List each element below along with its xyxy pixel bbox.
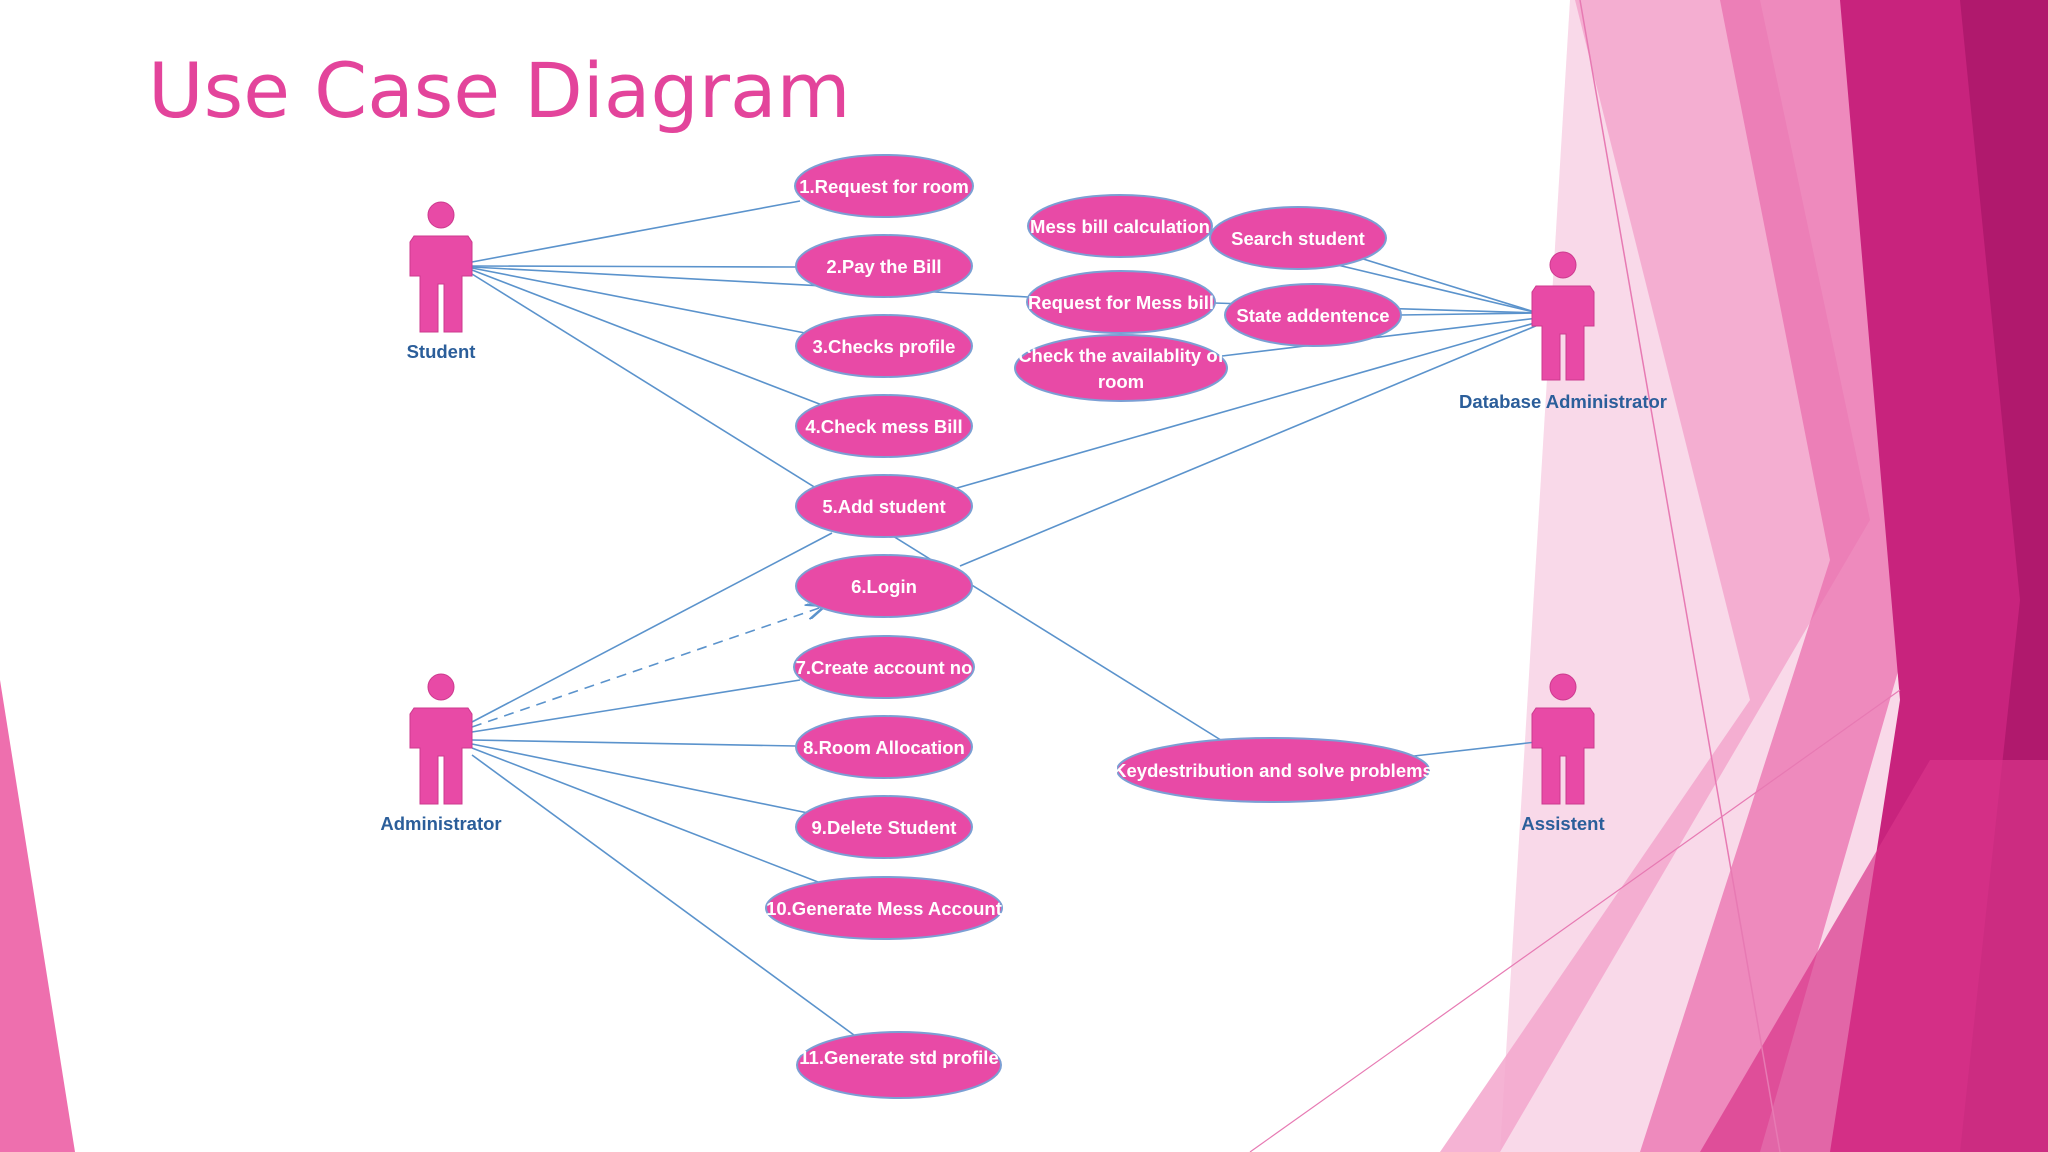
assoc-admin-generate-mess-account xyxy=(471,747,819,883)
use-case-login: 6.Login xyxy=(795,554,973,618)
use-case-label: 4.Check mess Bill xyxy=(805,416,962,437)
use-case-add-student: 5.Add student xyxy=(795,474,973,538)
use-case-label: 10.Generate Mess Account xyxy=(766,898,1002,919)
use-case-label: 6.Login xyxy=(851,576,917,597)
use-case-check-availability: Check the availablity of room xyxy=(1014,334,1228,402)
assoc-student-pay-bill xyxy=(471,265,797,268)
use-case-label: Mess bill calculation xyxy=(1030,216,1210,237)
bg-thin-line-2 xyxy=(1249,689,1901,1152)
assoc-dbadmin-login xyxy=(959,324,1539,567)
use-case-generate-mess-account: 10.Generate Mess Account xyxy=(765,876,1003,940)
assoc-student-checks-profile xyxy=(471,267,806,334)
actor-label: Student xyxy=(407,341,476,362)
assoc-dbadmin-search-student xyxy=(1359,257,1539,314)
actor-label: Database Administrator xyxy=(1459,391,1667,412)
actor-database-administrator: Database Administrator xyxy=(1459,251,1667,412)
use-case-generate-std-profile: 11.Generate std profile xyxy=(796,1031,1002,1099)
dbadmin-associations xyxy=(949,233,1539,567)
use-case-label: Request for Mess bill xyxy=(1028,292,1214,313)
use-case-request-mess-bill: Request for Mess bill xyxy=(1026,270,1216,334)
assoc-admin-login-dependency xyxy=(471,607,822,728)
use-case-label-line2: room xyxy=(1098,371,1144,392)
administrator-associations xyxy=(471,532,859,1039)
actor-assistent-figure xyxy=(1531,673,1595,805)
actor-administrator-figure xyxy=(409,673,473,805)
use-case-key-distribution: Keydestribution and solve problems xyxy=(1113,737,1433,803)
bg-thin-line xyxy=(1579,0,1781,1152)
actor-label: Administrator xyxy=(380,813,501,834)
assoc-admin-generate-std-profile xyxy=(471,754,859,1039)
use-case-label: 2.Pay the Bill xyxy=(826,256,941,277)
use-case-label: Search student xyxy=(1231,228,1365,249)
bg-shape-bottom xyxy=(1700,760,2048,1152)
assoc-dbadmin-check-availability xyxy=(1221,317,1539,357)
assoc-admin-delete-student xyxy=(471,743,809,814)
actor-label: Assistent xyxy=(1521,813,1604,834)
actor-administrator: Administrator xyxy=(380,673,502,834)
assoc-dbadmin-state-addentence xyxy=(1399,312,1539,316)
use-case-delete-student: 9.Delete Student xyxy=(795,795,973,859)
actor-assistent: Assistent xyxy=(1521,673,1605,834)
use-case-label: 8.Room Allocation xyxy=(803,737,965,758)
bg-left-wedge xyxy=(0,680,75,1152)
use-case-room-allocation: 8.Room Allocation xyxy=(795,715,973,779)
assoc-admin-create-account xyxy=(471,679,801,733)
use-case-create-account: 7.Create account no xyxy=(793,635,975,699)
bg-shape-light xyxy=(1440,0,1870,1152)
assoc-admin-add-student xyxy=(471,532,833,723)
use-case-label: 5.Add student xyxy=(822,496,945,517)
use-case-label: 3.Checks profile xyxy=(813,336,956,357)
student-associations xyxy=(471,200,1225,743)
actor-student: Student xyxy=(407,201,476,362)
slide-title: Use Case Diagram xyxy=(148,46,851,135)
use-case-pay-bill: 2.Pay the Bill xyxy=(795,234,973,298)
use-case-label: State addentence xyxy=(1236,305,1389,326)
use-case-checks-profile: 3.Checks profile xyxy=(795,314,973,378)
assoc-student-request-room xyxy=(471,200,801,263)
actor-student-figure xyxy=(409,201,473,333)
assoc-student-check-mess-bill xyxy=(471,269,823,406)
use-case-label: 1.Request for room xyxy=(799,176,969,197)
assoc-assistent-keydistribution xyxy=(1413,741,1537,757)
use-case-mess-bill-calculation: Mess bill calculation xyxy=(1027,194,1213,258)
use-case-label: 9.Delete Student xyxy=(812,817,957,838)
use-case-search-student: Search student xyxy=(1209,206,1387,270)
assoc-dbadmin-add-student xyxy=(949,321,1539,491)
use-case-label: Keydestribution and solve problems xyxy=(1113,760,1433,781)
use-case-label-line1: Check the availablity of xyxy=(1018,345,1224,366)
assoc-admin-room-allocation xyxy=(471,739,797,747)
use-case-check-mess-bill: 4.Check mess Bill xyxy=(795,394,973,458)
use-case-state-addentence: State addentence xyxy=(1224,283,1402,347)
use-case-request-room: 1.Request for room xyxy=(794,154,974,218)
use-case-label: 11.Generate std profile xyxy=(799,1047,998,1068)
actor-dbadmin-figure xyxy=(1531,251,1595,381)
use-case-label: 7.Create account no xyxy=(796,657,973,678)
